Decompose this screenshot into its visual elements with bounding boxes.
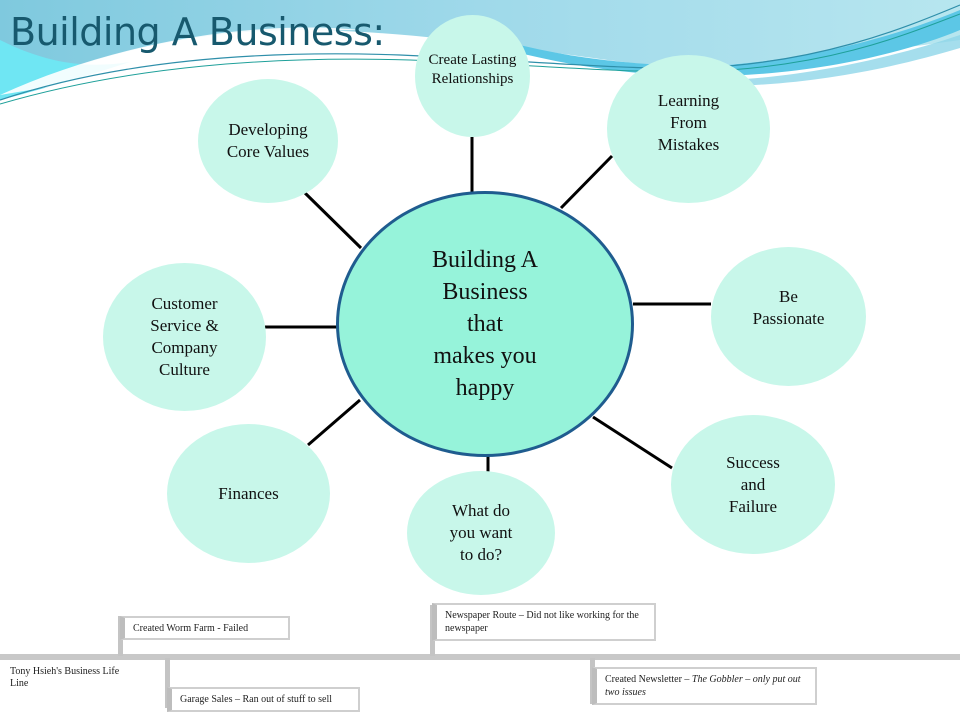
node-what-do-you-want-to-do: What do you want to do? — [407, 471, 555, 595]
timeline-event-newspaper-route: Newspaper Route – Did not like working f… — [432, 603, 656, 641]
timeline-event-text-prefix: Created Newsletter – — [605, 674, 692, 685]
timeline-event-garage-sales: Garage Sales – Ran out of stuff to sell — [167, 687, 360, 712]
timeline-label: Tony Hsieh's Business Life Line — [10, 666, 120, 689]
node-create-lasting-relationships: Create Lasting Relationships — [415, 15, 530, 137]
slide-title: Building A Business: — [10, 10, 385, 54]
wave-line-2 — [0, 13, 960, 105]
node-label: Developing Core Values — [226, 120, 310, 161]
mindmap-center-node: Building A Business that makes you happy — [336, 191, 634, 457]
timeline-axis — [0, 654, 960, 660]
wave-white-swoosh — [0, 27, 360, 95]
wave-light-tail — [730, 35, 960, 86]
connector-developing-core-values — [303, 191, 363, 250]
center-node-label: Building A Business that makes you happy — [431, 247, 539, 401]
node-label: What do you want to do? — [449, 501, 513, 564]
timeline-event-worm-farm: Created Worm Farm - Failed — [120, 616, 290, 640]
node-learning-from-mistakes: Learning From Mistakes — [607, 55, 770, 203]
timeline-event-text: Created Worm Farm - Failed — [133, 623, 249, 634]
node-developing-core-values: Developing Core Values — [198, 79, 338, 203]
timeline-event-text: Newspaper Route – Did not like working f… — [445, 610, 639, 634]
node-label: Create Lasting Relationships — [428, 52, 517, 87]
node-be-passionate: Be Passionate — [711, 247, 866, 386]
node-success-and-failure: Success and Failure — [671, 415, 835, 554]
node-label: Customer Service & Company Culture — [150, 294, 219, 379]
timeline-event-text: Garage Sales – Ran out of stuff to sell — [180, 694, 333, 705]
timeline-stem-garage-sales — [165, 658, 170, 708]
node-label: Finances — [218, 483, 279, 503]
node-label: Learning From Mistakes — [657, 91, 720, 154]
timeline-event-newsletter: Created Newsletter – The Gobbler – only … — [592, 667, 817, 705]
node-finances: Finances — [167, 424, 330, 563]
node-label: Be Passionate — [752, 286, 825, 328]
wave-cyan-band — [470, 10, 960, 77]
wave-sky — [0, 0, 960, 95]
connector-finances — [307, 398, 361, 447]
wave-line-1 — [0, 4, 960, 101]
node-label: Success and Failure — [726, 452, 780, 516]
connector-learning-from-mistakes — [559, 154, 614, 210]
connector-success-and-failure — [592, 415, 673, 470]
node-customer-service-company-culture: Customer Service & Company Culture — [103, 263, 266, 411]
timeline-event-text-italic: The Gobbler – only put out two issues — [605, 674, 801, 698]
